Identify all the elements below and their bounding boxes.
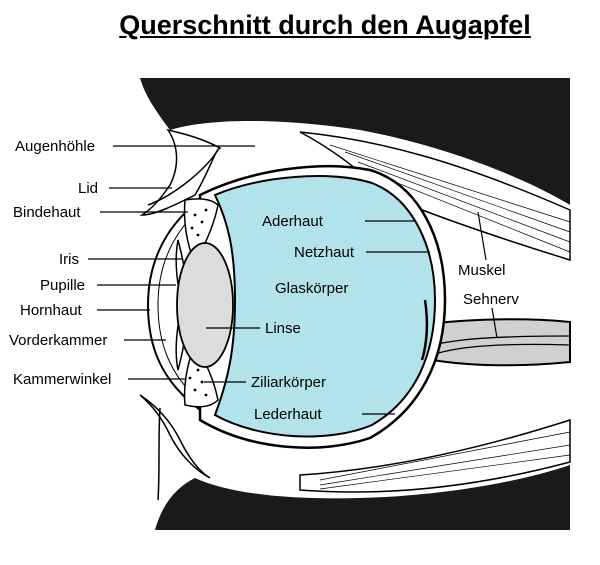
- optic-nerve: [421, 318, 571, 367]
- label-linse: Linse: [265, 320, 301, 337]
- upper-orbit-bone: [140, 78, 570, 205]
- label-glaskoerper: Glaskörper: [275, 280, 348, 297]
- leader-lines: [88, 145, 498, 415]
- label-ziliarkoerper: Ziliarkörper: [251, 374, 326, 391]
- leader-muskel: [477, 211, 487, 261]
- upper-muscle-fibers: [329, 144, 571, 253]
- label-pupille: Pupille: [40, 277, 85, 294]
- lower-muscle: [299, 418, 571, 493]
- leader-sehnerv: [491, 307, 498, 339]
- label-netzhaut: Netzhaut: [294, 244, 355, 261]
- label-muskel: Muskel: [458, 262, 506, 279]
- label-bindehaut: Bindehaut: [13, 204, 81, 221]
- lower-muscle-fibers: [319, 431, 571, 490]
- vitreous-body: [213, 175, 437, 438]
- label-iris: Iris: [59, 251, 79, 268]
- label-augenhoehle: Augenhöhle: [15, 138, 95, 155]
- label-kammerwinkel: Kammerwinkel: [13, 371, 111, 388]
- cornea-inner: [157, 205, 204, 405]
- upper-eyelid-fold: [147, 149, 219, 206]
- label-hornhaut: Hornhaut: [20, 302, 83, 319]
- label-lederhaut: Lederhaut: [254, 406, 322, 423]
- lower-eyelid-outline: [157, 407, 161, 501]
- ciliary-body-upper: [183, 198, 219, 264]
- label-lid: Lid: [78, 180, 98, 197]
- lens: [176, 242, 234, 368]
- cornea: [146, 199, 201, 411]
- optic-disc: [420, 299, 429, 361]
- label-sehnerv: Sehnerv: [463, 291, 519, 308]
- label-vorderkammer: Vorderkammer: [9, 332, 107, 349]
- diagram-title: Querschnitt durch den Augapfel: [119, 10, 531, 40]
- label-aderhaut: Aderhaut: [262, 213, 324, 230]
- lower-eyelid: [139, 394, 211, 479]
- lower-orbit-bone: [155, 465, 570, 530]
